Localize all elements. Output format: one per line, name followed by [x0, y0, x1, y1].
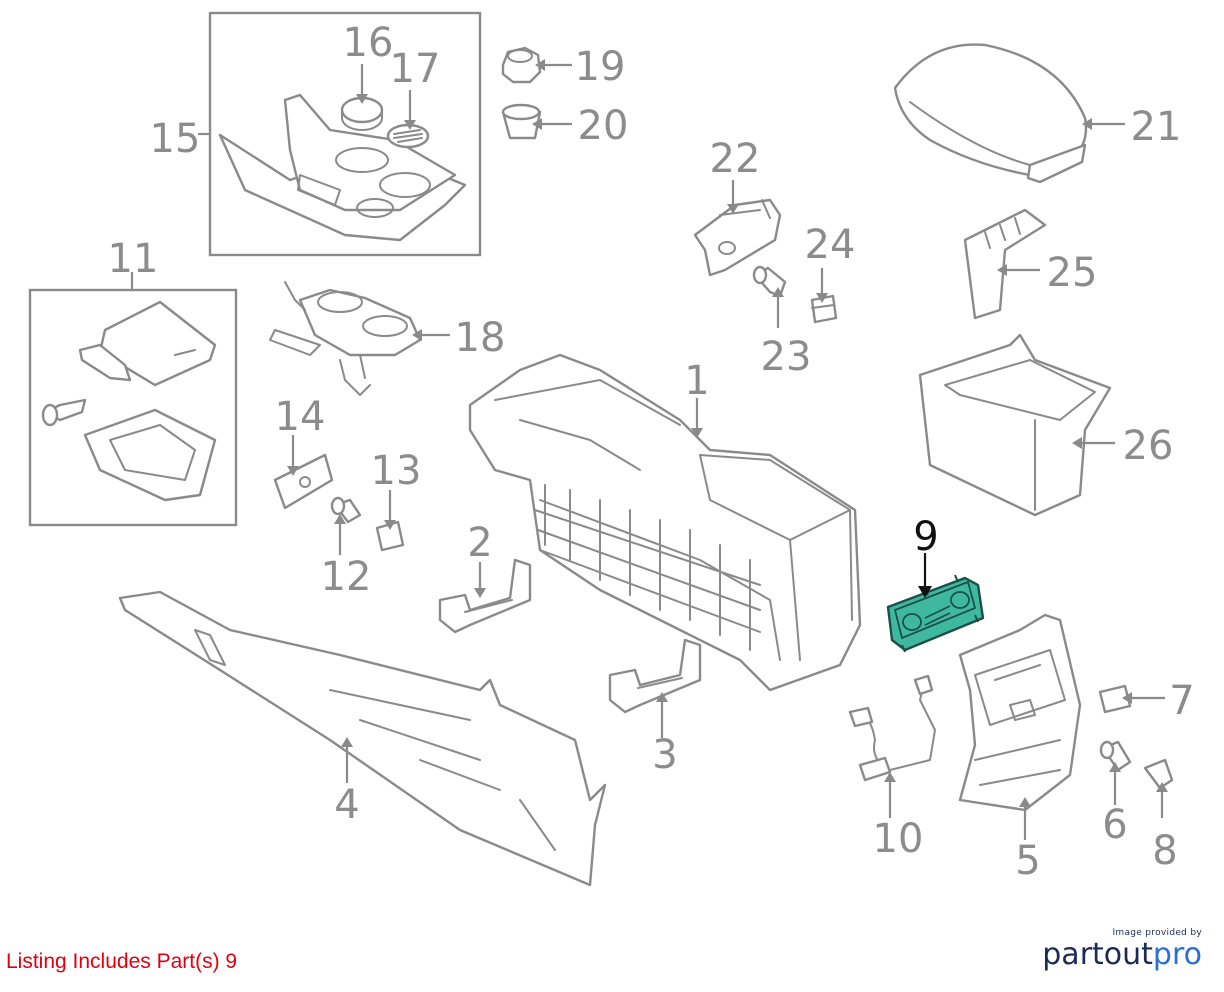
callout-16: 16 — [343, 20, 394, 66]
callout-22: 22 — [710, 136, 761, 182]
part-22-bracket[interactable] — [693, 198, 782, 277]
callout-24: 24 — [805, 222, 856, 268]
part-11-lid-assembly[interactable] — [78, 300, 217, 387]
callout-12: 12 — [321, 554, 372, 600]
callout-11: 11 — [108, 236, 159, 282]
leader-lines — [130, 63, 1165, 840]
callout-17: 17 — [390, 46, 441, 92]
part-15-cupholder-tray[interactable] — [218, 93, 467, 242]
part-24-clip[interactable] — [810, 294, 838, 324]
part-9-climate-control-panel[interactable] — [886, 574, 985, 653]
part-7-clip[interactable] — [1098, 684, 1132, 714]
part-8-clip[interactable] — [1143, 758, 1174, 790]
callout-26: 26 — [1123, 423, 1174, 469]
part-16-cap[interactable] — [340, 96, 384, 131]
callout-15: 15 — [150, 116, 201, 162]
logo-brand-part2: pro — [1152, 937, 1202, 972]
part-26-storage-bin[interactable] — [918, 333, 1112, 517]
callout-23: 23 — [761, 334, 812, 380]
logo-brand-part1: partout — [1042, 937, 1153, 972]
part-10-wire-harness[interactable] — [848, 674, 936, 782]
callout-19: 19 — [575, 44, 626, 90]
part-4-side-panel[interactable] — [118, 590, 607, 887]
callout-3: 3 — [652, 732, 677, 778]
part-25-bracket[interactable] — [963, 208, 1047, 320]
callout-2: 2 — [467, 520, 492, 566]
part-2-bracket[interactable] — [438, 558, 532, 634]
part-14-switch[interactable] — [273, 453, 334, 510]
part-19-knob[interactable] — [501, 46, 542, 84]
arrowheads — [287, 59, 1168, 807]
callout-13: 13 — [371, 448, 422, 494]
callout-10: 10 — [873, 816, 924, 862]
part-3-bracket[interactable] — [608, 638, 702, 714]
part-20-cup[interactable] — [501, 103, 542, 140]
callout-8: 8 — [1152, 828, 1177, 874]
part-18-cupholder-insert[interactable] — [269, 281, 422, 396]
arrowhead-9 — [918, 586, 932, 598]
part-1-console-body[interactable] — [468, 353, 862, 692]
callout-7: 7 — [1169, 678, 1194, 724]
part-6-screw[interactable] — [1099, 740, 1132, 772]
callout-6: 6 — [1102, 802, 1127, 848]
callout-14: 14 — [275, 394, 326, 440]
part-23-screw[interactable] — [752, 265, 787, 298]
logo-caption: Image provided by — [1112, 928, 1202, 938]
part-5-front-trim[interactable] — [958, 613, 1082, 812]
callout-5: 5 — [1015, 838, 1040, 884]
partoutpro-logo[interactable]: Image provided by partoutpro — [1032, 928, 1202, 972]
callout-9: 9 — [913, 514, 938, 560]
callout-25: 25 — [1047, 250, 1098, 296]
part-12-screw[interactable] — [330, 496, 362, 524]
part-11-screw[interactable] — [41, 398, 87, 427]
listing-note: Listing Includes Part(s) 9 — [6, 950, 238, 973]
part-17-grille-cap[interactable] — [386, 123, 430, 149]
callout-labels: 1 2 3 4 5 6 7 8 9 10 11 12 13 14 15 16 1… — [108, 20, 1195, 884]
callout-4: 4 — [334, 782, 359, 828]
callout-21: 21 — [1131, 104, 1182, 150]
part-21-armrest-lid[interactable] — [893, 43, 1088, 184]
callout-20: 20 — [578, 103, 629, 149]
callout-1: 1 — [684, 358, 709, 404]
callout-18: 18 — [455, 315, 506, 361]
logo-wordmark: partoutpro — [1032, 938, 1202, 972]
part-11-bin[interactable] — [83, 408, 217, 502]
